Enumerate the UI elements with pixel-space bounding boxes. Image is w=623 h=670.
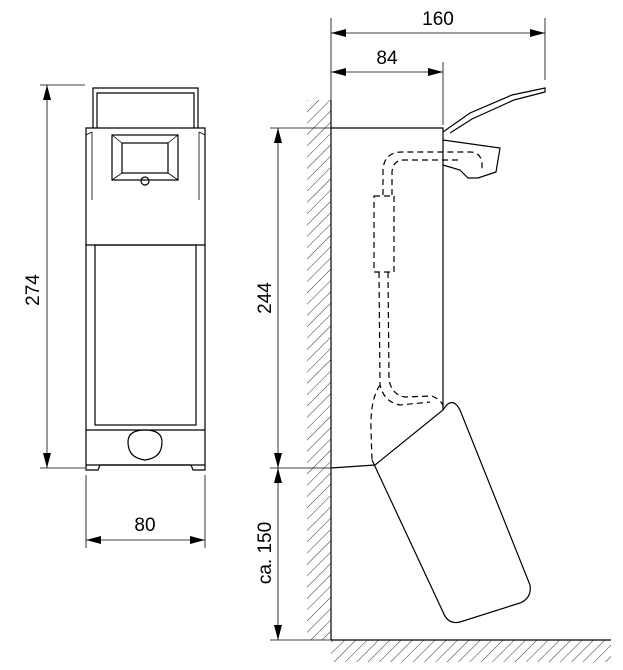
front-upper-plate: [85, 127, 206, 246]
side-lever: [442, 87, 546, 134]
front-body: [85, 245, 206, 466]
dim-label-244: 244: [255, 282, 276, 314]
pump-head: [111, 134, 179, 181]
side-housing: [330, 127, 444, 469]
front-lever-handle: [92, 87, 199, 128]
side-bottle: [371, 401, 531, 624]
wall: [307, 100, 332, 640]
dim-label-80: 80: [134, 515, 155, 536]
dim-label-274: 274: [23, 274, 44, 306]
side-spout: [442, 139, 501, 179]
side-view: [330, 87, 546, 624]
dimension-80: 80: [85, 475, 206, 548]
dimension-274: 274: [23, 84, 85, 469]
dim-label-ca150: ca. 150: [255, 522, 276, 584]
dimension-160: 160: [330, 9, 546, 100]
front-window: [127, 429, 163, 461]
side-internal-tube: [382, 151, 483, 195]
dim-label-84: 84: [376, 48, 398, 69]
dimension-ca150: ca. 150: [255, 468, 331, 641]
dimension-84: 84: [331, 48, 444, 125]
front-view: [85, 87, 206, 471]
dimension-244: 244: [255, 127, 331, 469]
dim-label-160: 160: [422, 9, 454, 30]
floor: [331, 639, 611, 662]
